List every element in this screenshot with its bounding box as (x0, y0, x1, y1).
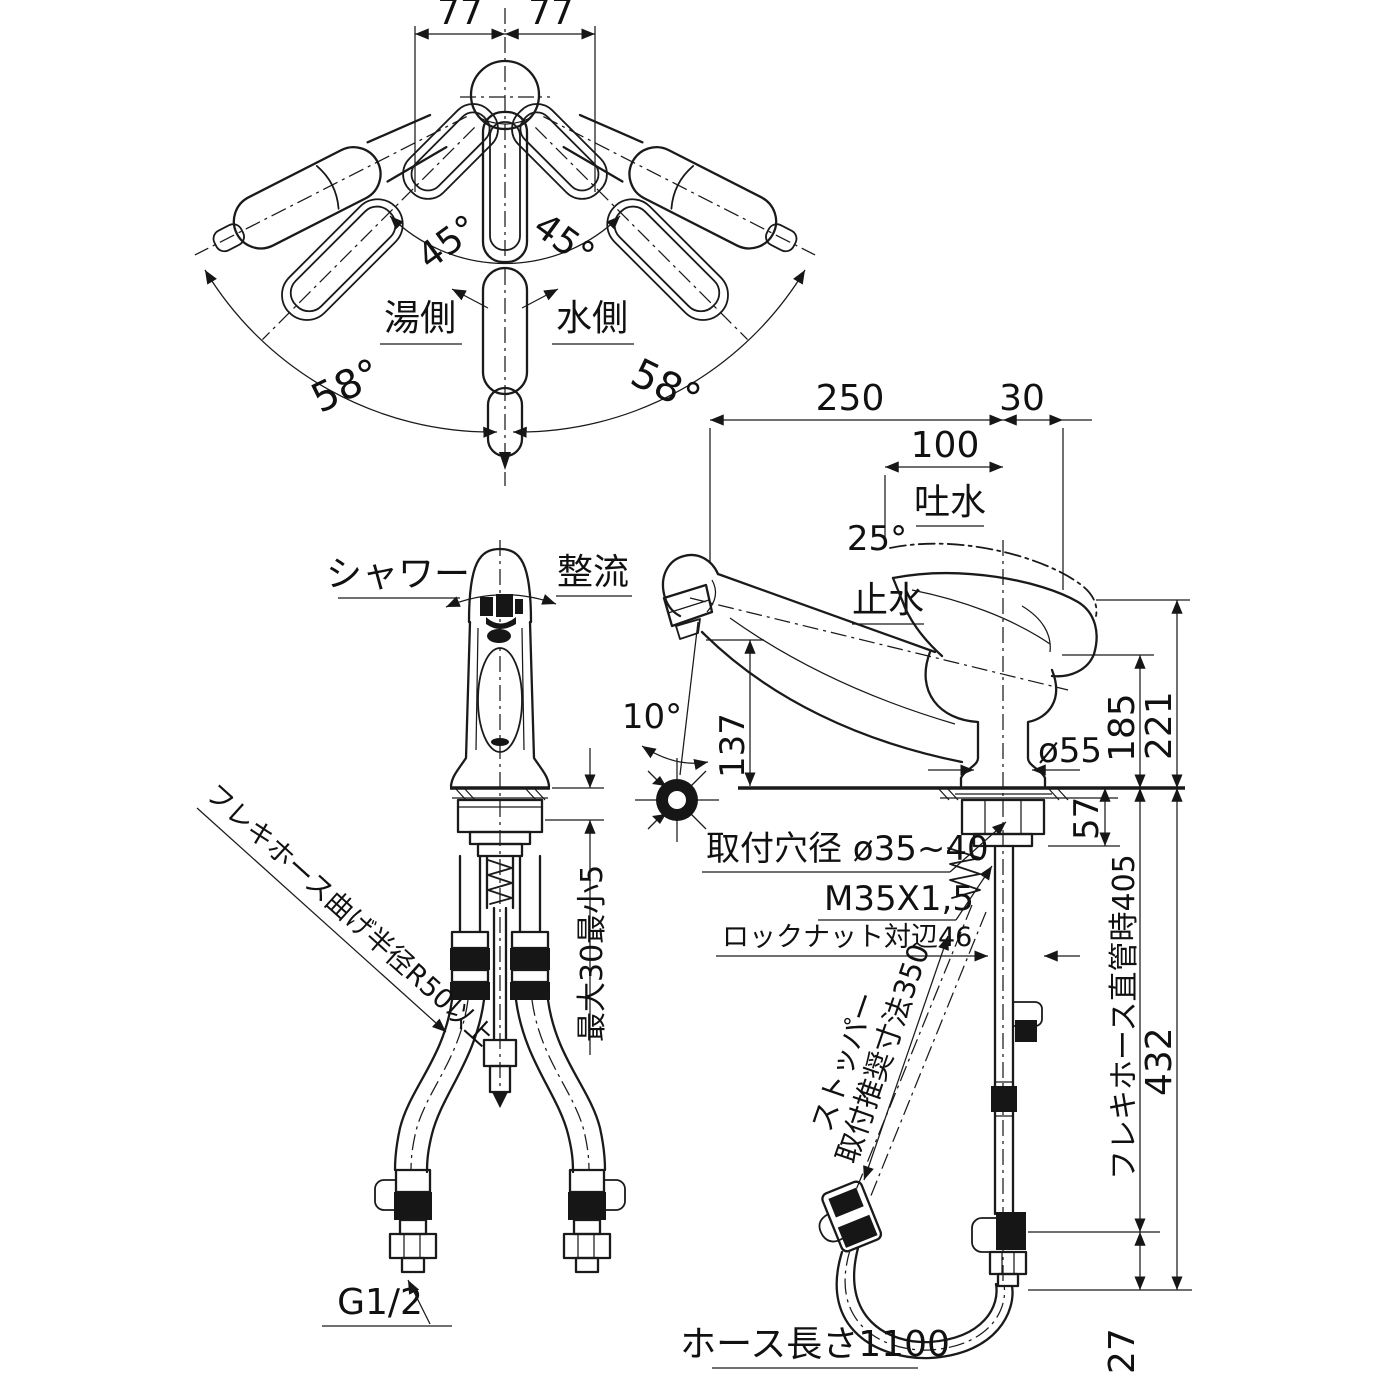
shutoff-label: 止水 (852, 580, 924, 621)
angle-45-right: 45° (526, 205, 602, 276)
dim-185-221: 185 221 (1062, 599, 1190, 788)
hose-bend-label: フレキホース曲げ半径R50以上 (199, 778, 499, 1052)
dim-27: 27 (1102, 1328, 1143, 1374)
dim-221: 221 (1139, 691, 1180, 760)
dia-55: ø55 (1038, 731, 1102, 771)
handle-limit-hot (543, 113, 816, 256)
spray-head-front (467, 547, 533, 643)
hose-length-label: ホース長さ1100 (680, 1324, 950, 1365)
dim-77-right: 77 (528, 0, 574, 33)
hot-rotation-arrow (451, 288, 489, 309)
faucet-body-side (661, 553, 1069, 788)
thread-note: G1/2 (322, 1279, 452, 1327)
dim-57-group: 57 (1048, 788, 1120, 847)
angle-10: 10° (622, 697, 682, 737)
dim-57: 57 (1067, 797, 1107, 840)
footer-note: ホース長さ1100 (680, 1324, 950, 1369)
side-view: 250 30 100 吐水 25° 止水 (622, 378, 1192, 1374)
cold-rotation-arrow (521, 288, 559, 309)
angle-58-right: 58° (624, 350, 708, 422)
locknut-front (456, 798, 544, 858)
discharge-label: 吐水 (914, 482, 986, 523)
handle-limit-cold (194, 113, 467, 256)
locknut-label: ロックナット対辺46 (722, 922, 972, 953)
dim-432: 432 (1139, 1027, 1180, 1096)
mount-hole-note: 取付穴径 ø35~40 (702, 821, 1007, 873)
cold-side-label: 水側 (556, 298, 628, 339)
g12-label: G1/2 (337, 1282, 423, 1323)
hose-bend-note: フレキホース曲げ半径R50以上 (196, 778, 499, 1053)
dia-55-group: ø55 (928, 731, 1102, 776)
handle-side (891, 572, 1098, 678)
locknut-note: ロックナット対辺46 (716, 922, 1080, 962)
dim-77-left: 77 (437, 0, 483, 33)
counter-front (450, 786, 550, 801)
arc-45 (389, 215, 621, 265)
shower-label: シャワー (326, 554, 470, 595)
angle-25: 25° (847, 519, 907, 559)
dim-185: 185 (1102, 693, 1143, 762)
hose-straight-label: フレキホース直管時405 (1107, 854, 1142, 1180)
handle-ghost-right-45 (262, 103, 499, 340)
faucet-body-front (449, 620, 551, 788)
pullout-indication: 10° (622, 621, 719, 842)
stopper-note: ストッパー 取付推奨寸法350 (805, 935, 949, 1181)
handle-raised-ghost (889, 542, 1098, 617)
front-view: シャワー 整流 (196, 540, 632, 1327)
cap-detail (477, 116, 533, 125)
dim-405-432-27: フレキホース直管時405 432 27 (1028, 788, 1192, 1374)
spray-face (635, 758, 719, 842)
arc-58-right (512, 269, 806, 438)
dim-137-group: 137 (706, 639, 764, 786)
mount-hole-label: 取付穴径 ø35~40 (706, 829, 989, 869)
sprayer-pulled-loop (818, 1180, 1014, 1360)
dim-250: 250 (816, 378, 885, 419)
arc-58-left (204, 269, 498, 438)
spout-cap-top (469, 59, 541, 131)
dim-100: 100 (911, 425, 980, 466)
dim-137: 137 (713, 713, 753, 778)
stream-label: 整流 (557, 552, 629, 593)
mount-thread-note: M35X1,5 (818, 865, 993, 921)
mount-thread-label: M35X1,5 (824, 879, 974, 919)
counter-thickness-dim: 最大30最小5 (545, 748, 610, 1055)
counter-thickness-label: 最大30最小5 (575, 865, 610, 1042)
hot-side-label: 湯側 (384, 298, 456, 339)
dim-30: 30 (999, 378, 1045, 419)
supply-plumbing-front (374, 854, 626, 1274)
angle-45-left: 45° (410, 207, 486, 278)
top-view: 77 77 (194, 0, 816, 486)
